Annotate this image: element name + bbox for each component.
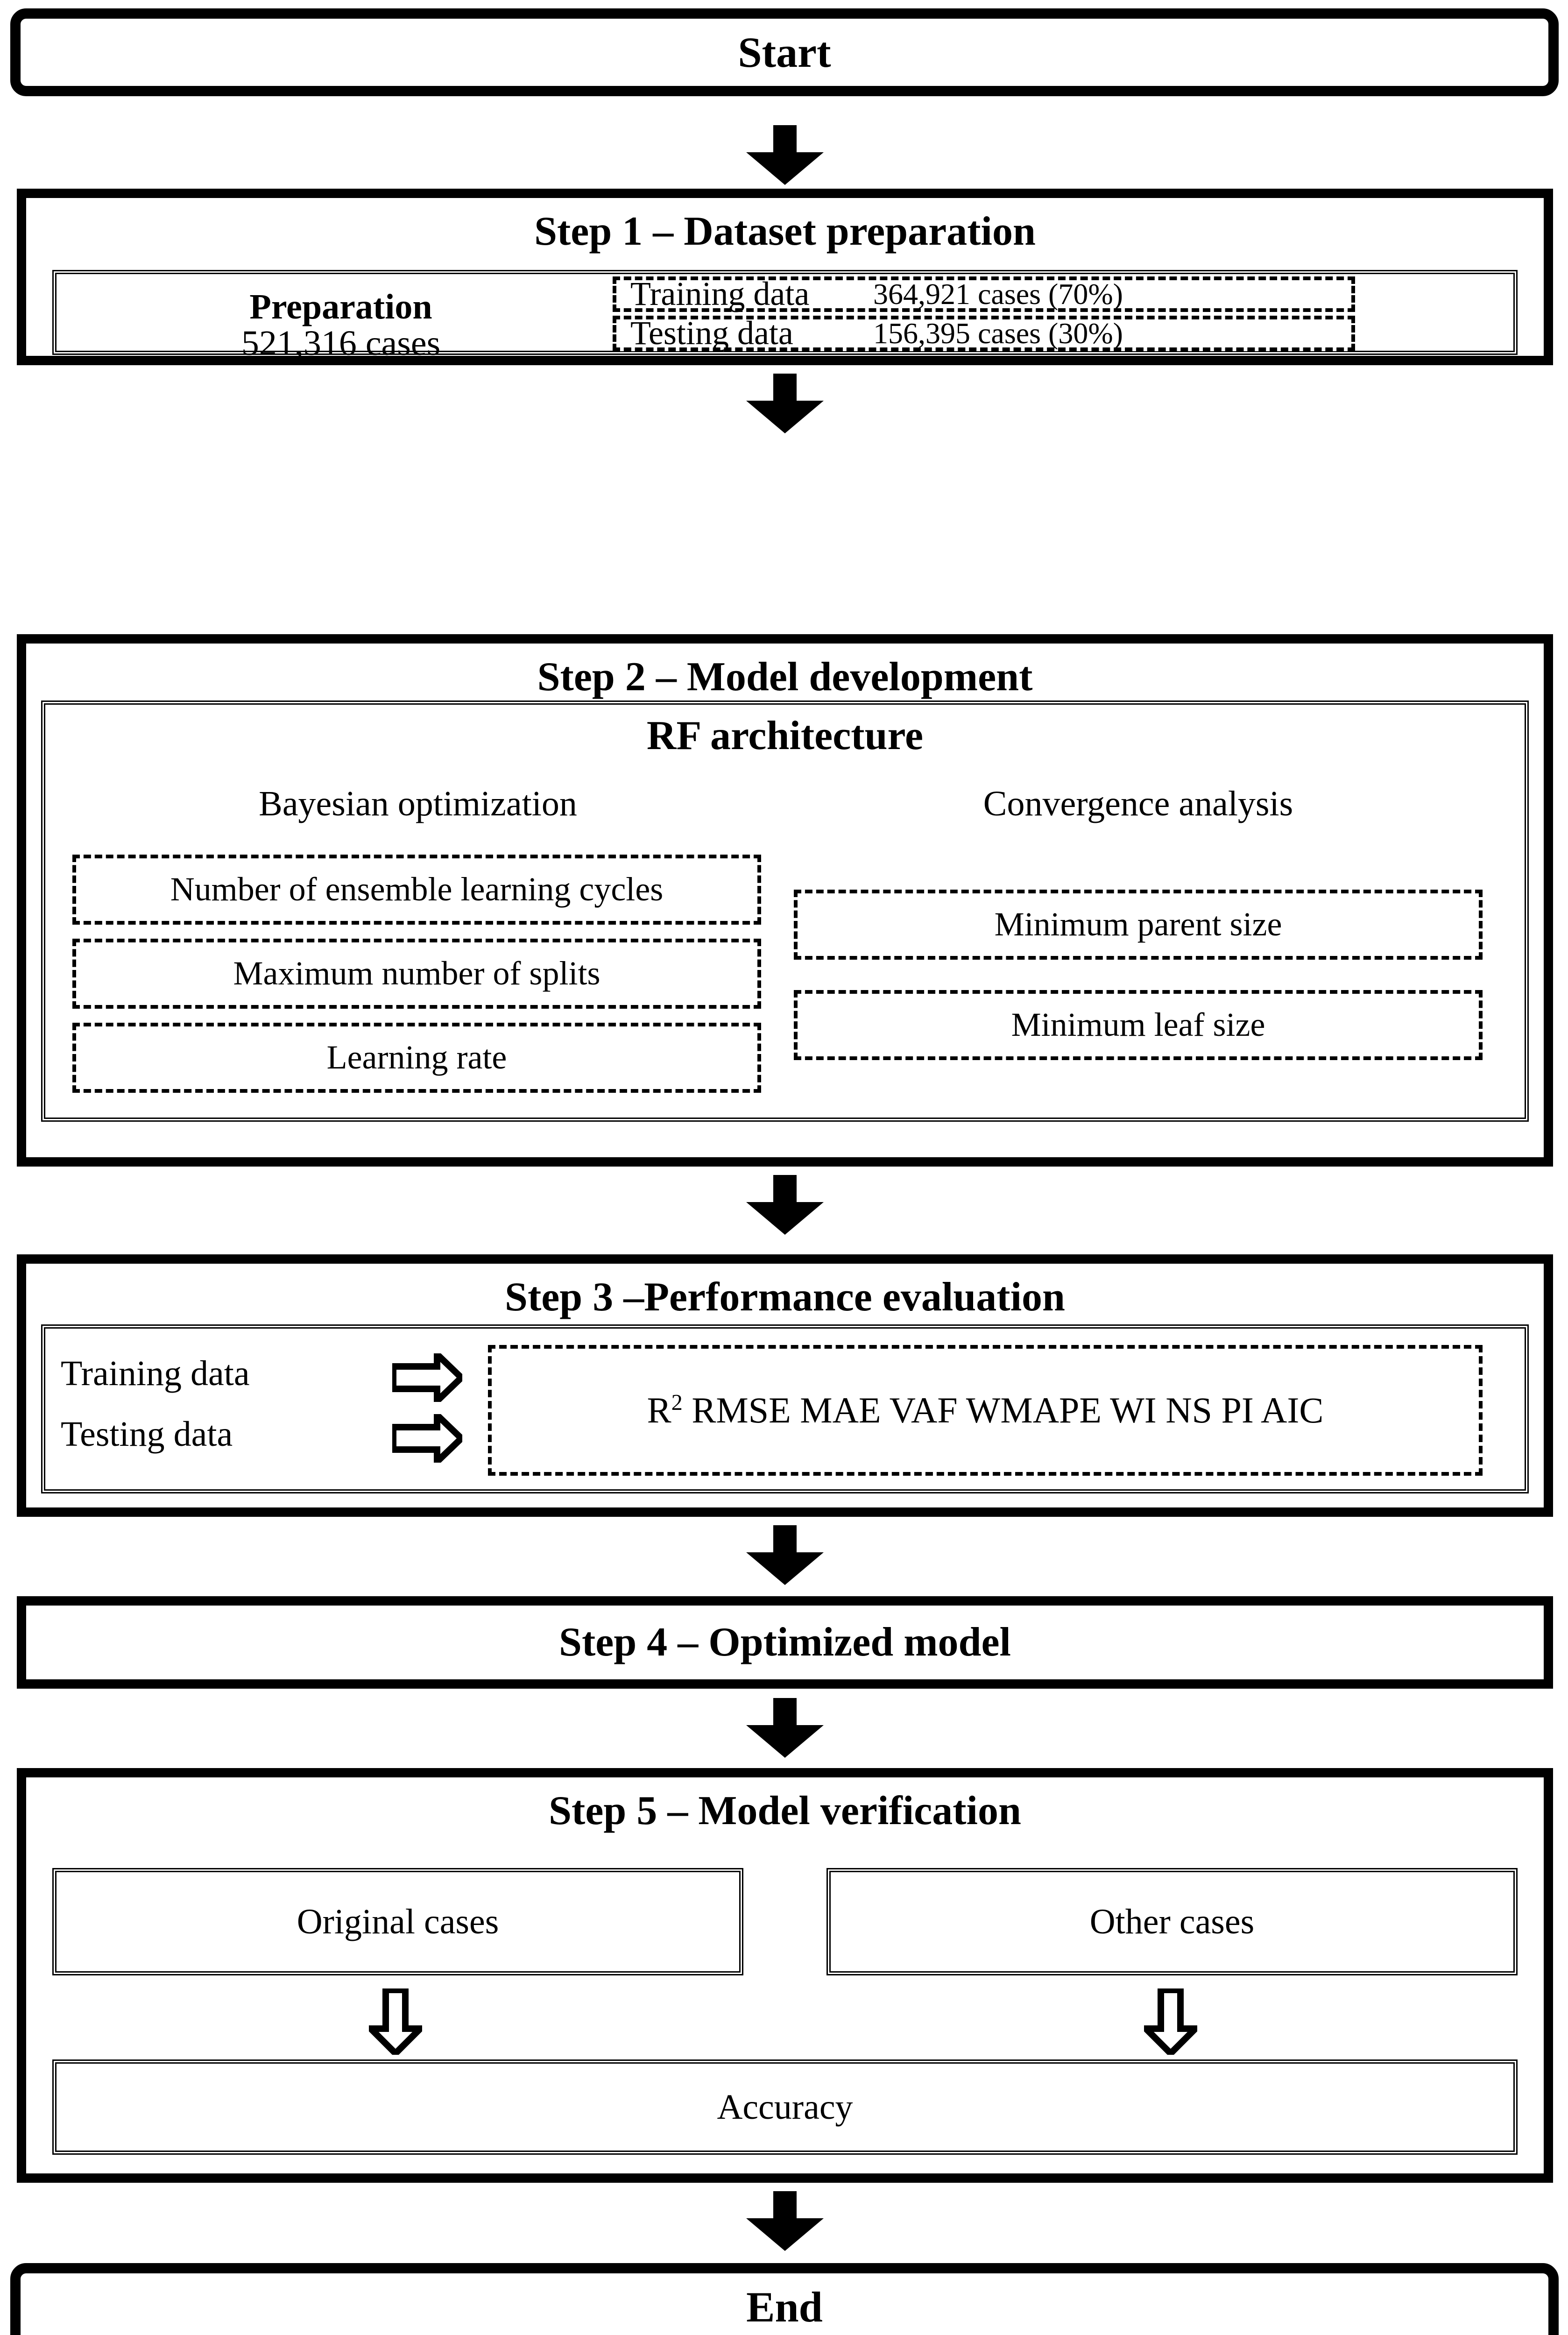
arrow-down-solid-icon: [746, 125, 824, 185]
step1-preparation-total: 521,316 cases: [241, 324, 441, 363]
metric-r-superscript: 2: [671, 1390, 683, 1415]
step1-preparation-heading: Preparation: [249, 287, 432, 326]
step2-architecture-heading: RF architecture: [646, 713, 924, 758]
step2-left-item-2-label: Learning rate: [326, 1039, 507, 1076]
step1-split-name-0: Training data: [630, 275, 810, 313]
step1-title: Step 1 – Dataset preparation: [534, 209, 1036, 254]
step5-title: Step 5 – Model verification: [549, 1788, 1021, 1833]
arrow-down-solid-icon: [746, 1525, 824, 1585]
arrow-down-solid-icon: [746, 1175, 824, 1235]
step2-title: Step 2 – Model development: [537, 654, 1033, 700]
step2-right-item-1-label: Minimum leaf size: [1011, 1006, 1265, 1044]
arrow-down-hollow-icon: [1144, 1988, 1197, 2055]
arrow-down-solid-icon: [746, 1698, 824, 1758]
step2-left-item-0-label: Number of ensemble learning cycles: [170, 870, 664, 908]
step3-input-0: Training data: [61, 1354, 250, 1393]
arrow-right-hollow-icon: [392, 1353, 462, 1402]
step5-accuracy-box: Accuracy: [52, 2059, 1518, 2155]
arrow-down-hollow-icon: [369, 1988, 422, 2055]
step5-accuracy-label: Accuracy: [717, 2087, 853, 2127]
step4-title: Step 4 – Optimized model: [559, 1619, 1011, 1665]
step2-left-item-1-label: Maximum number of splits: [233, 955, 600, 992]
end-label: End: [746, 2283, 823, 2331]
step5-case-box-0: Original cases: [52, 1868, 743, 1975]
step2-right-item-0-label: Minimum parent size: [994, 906, 1282, 943]
arrow-right-hollow-icon: [392, 1414, 462, 1463]
step1-split-row-1: Testing data 156,395 cases (30%): [613, 314, 1355, 352]
step2-right-column-heading: Convergence analysis: [983, 784, 1293, 823]
arrow-down-solid-icon: [746, 374, 824, 433]
step3-metrics-box: R2 RMSE MAE VAF WMAPE WI NS PI AIC: [488, 1345, 1483, 1476]
step3-metrics-label: R2 RMSE MAE VAF WMAPE WI NS PI AIC: [647, 1390, 1324, 1430]
step1-split-name-1: Testing data: [630, 314, 793, 352]
step1-split-value-0: 364,921 cases (70%): [873, 277, 1123, 311]
step1-split-value-1: 156,395 cases (30%): [873, 316, 1123, 350]
step4-box: Step 4 – Optimized model: [17, 1596, 1553, 1689]
metric-r: R: [647, 1390, 671, 1431]
step2-left-item-0: Number of ensemble learning cycles: [72, 855, 761, 925]
step3-title: Step 3 –Performance evaluation: [505, 1274, 1065, 1320]
metric-rest: RMSE MAE VAF WMAPE WI NS PI AIC: [682, 1390, 1324, 1431]
step3-input-1: Testing data: [61, 1415, 233, 1454]
step5-case-box-1: Other cases: [826, 1868, 1518, 1975]
step1-split-row-0: Training data 364,921 cases (70%): [613, 276, 1355, 312]
step2-right-item-1: Minimum leaf size: [794, 990, 1483, 1060]
arrow-down-solid-icon: [746, 2191, 824, 2251]
step2-left-item-1: Maximum number of splits: [72, 939, 761, 1009]
step2-left-item-2: Learning rate: [72, 1023, 761, 1093]
step2-right-item-0: Minimum parent size: [794, 890, 1483, 960]
start-label: Start: [738, 28, 831, 76]
start-terminator: Start: [10, 8, 1559, 96]
step2-left-column-heading: Bayesian optimization: [259, 784, 577, 823]
step5-case-label-0: Original cases: [297, 1902, 499, 1941]
end-terminator: End: [10, 2263, 1559, 2335]
step5-case-label-1: Other cases: [1089, 1902, 1255, 1941]
